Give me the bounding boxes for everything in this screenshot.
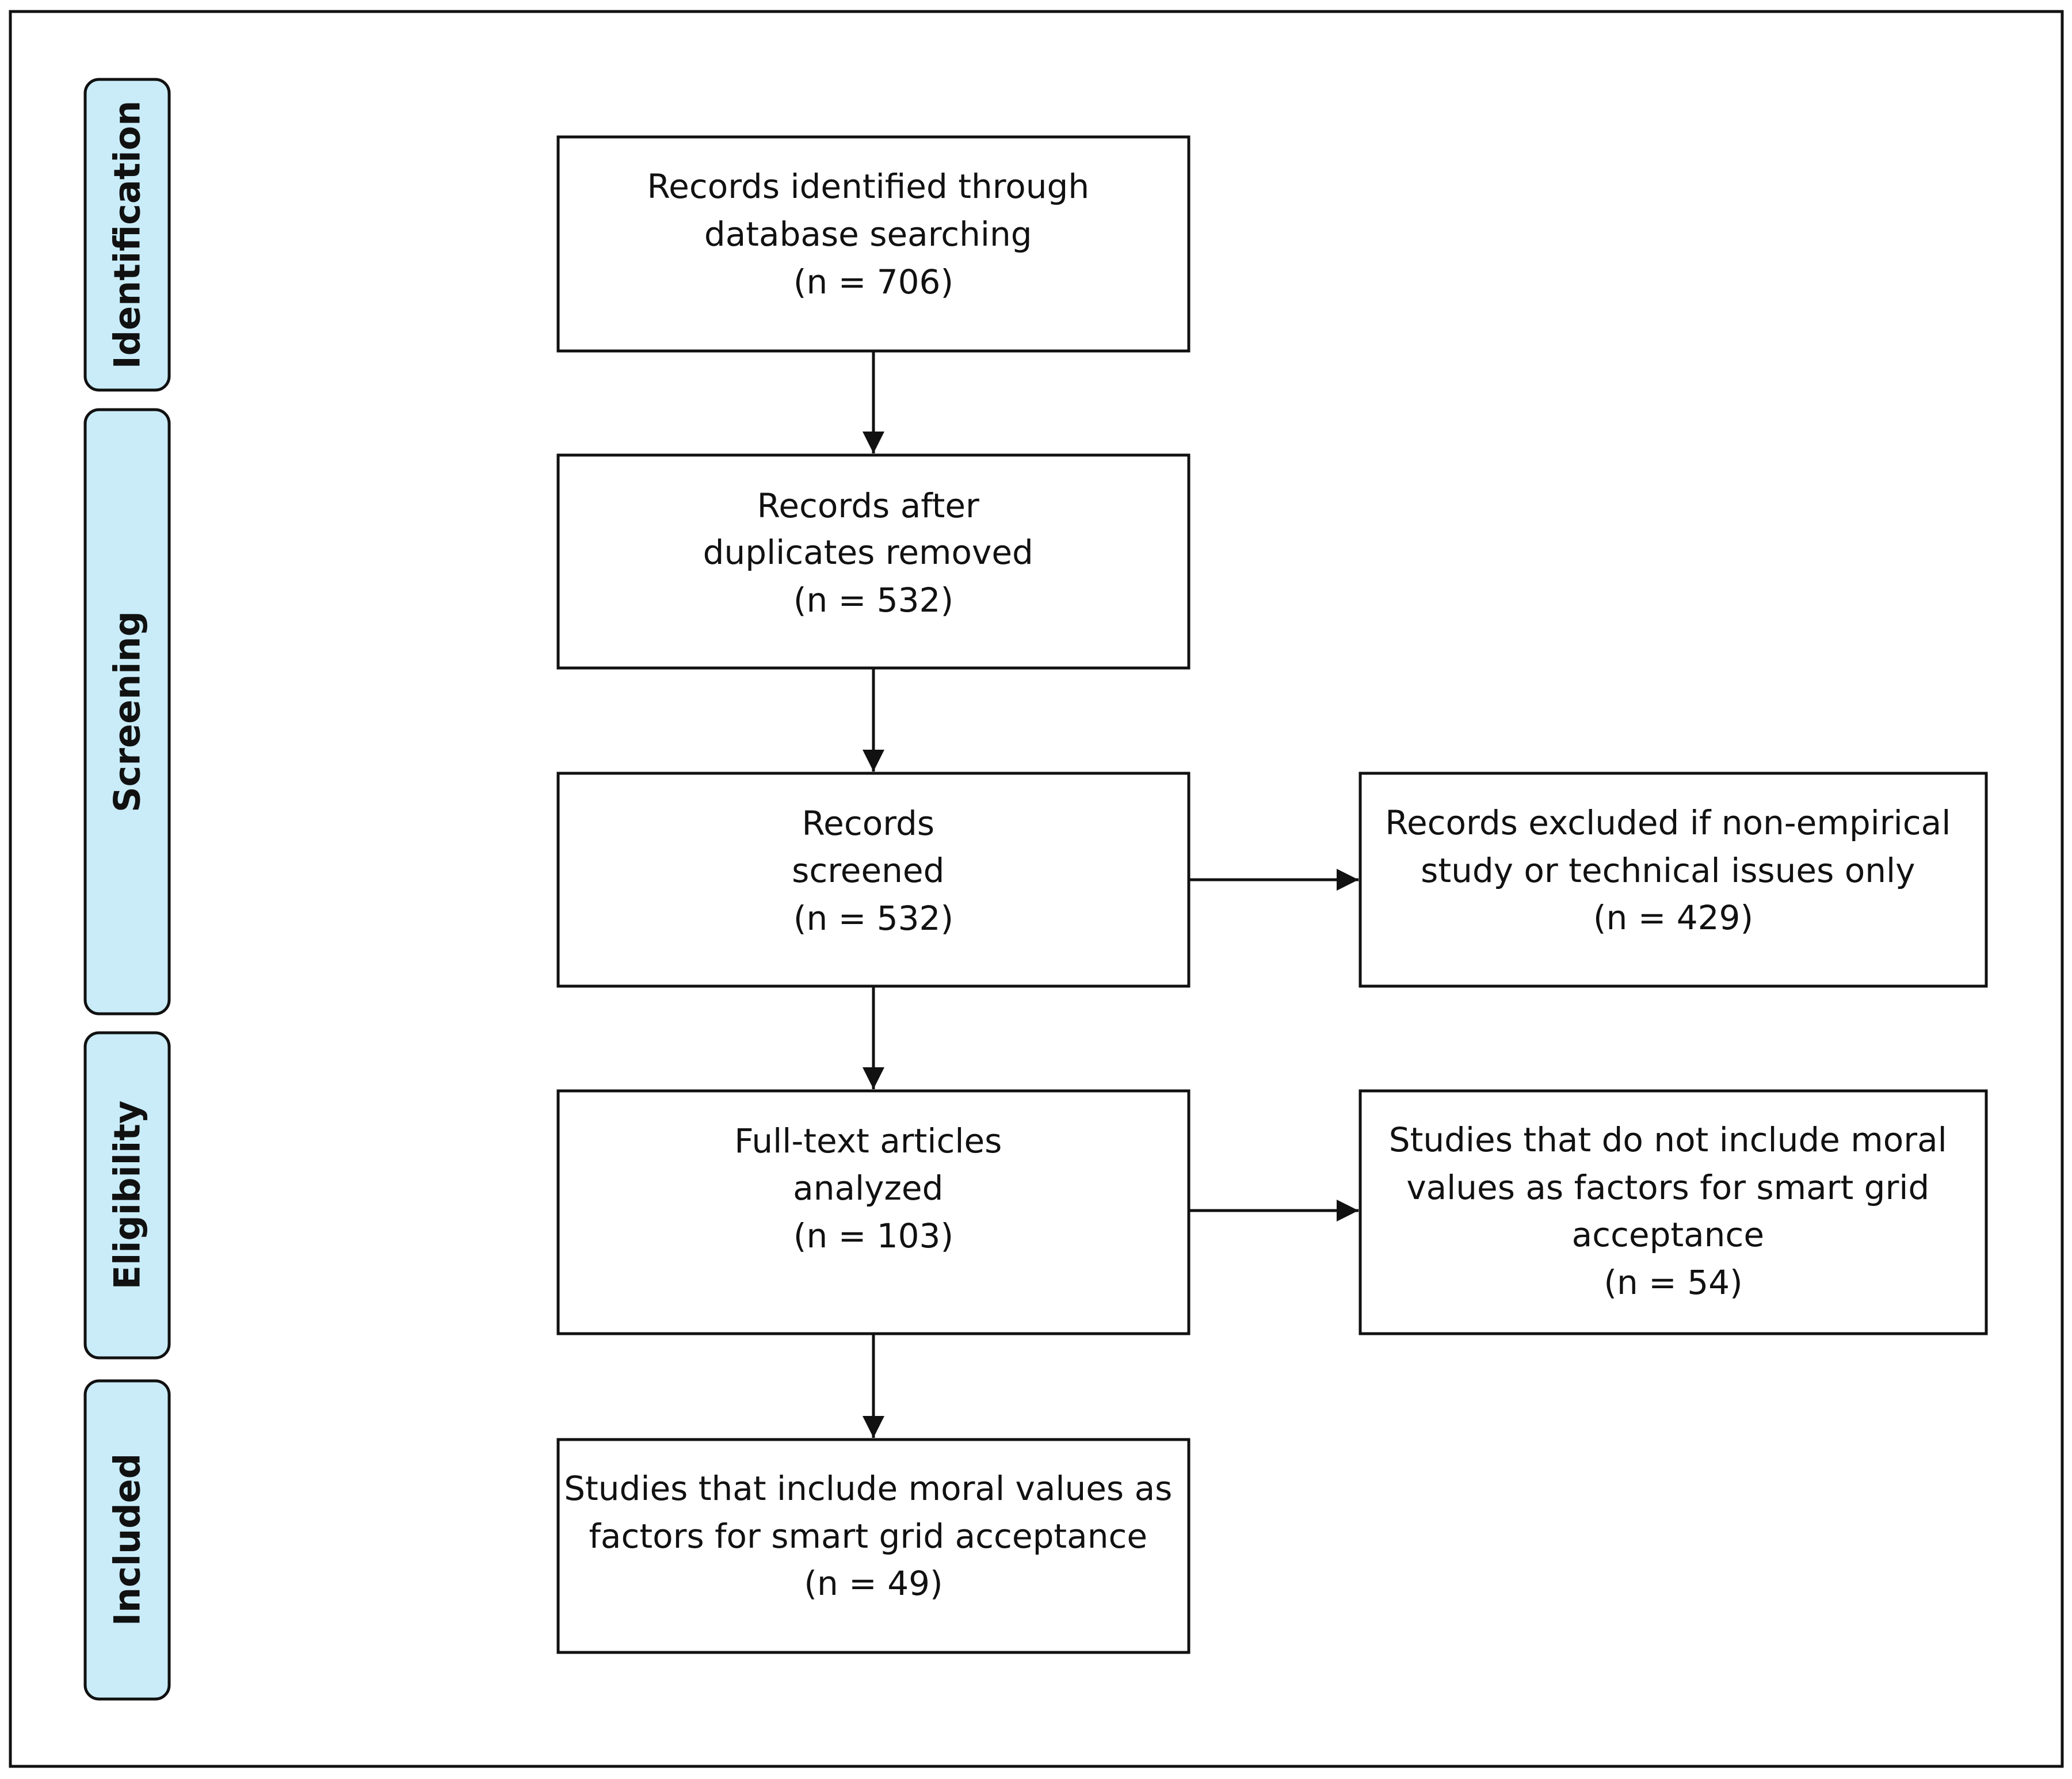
box-deduplicated-text: Records after duplicates removed (n = 53… <box>703 486 1044 620</box>
box-fulltext-frame <box>556 1089 1190 1335</box>
box-excluded-screening-frame <box>1359 772 1988 988</box>
box-excluded-fulltext-text: Studies that do not include moral values… <box>1389 1120 1957 1302</box>
box-screened-text: Records screened (n = 532) <box>792 804 955 938</box>
box-screened: Records screened (n = 532) <box>556 772 1190 988</box>
stage-included-box <box>83 1379 171 1701</box>
box-screened-frame <box>556 772 1190 988</box>
box-excluded-screening: Records excluded if non-empirical study … <box>1359 772 1988 988</box>
box-excluded-fulltext: Studies that do not include moral values… <box>1359 1089 1988 1335</box>
box-included-frame <box>556 1438 1190 1654</box>
box-included: Studies that include moral values as fac… <box>556 1438 1190 1654</box>
stage-eligibility-box <box>83 1031 171 1360</box>
box-excluded-fulltext-frame <box>1359 1089 1988 1335</box>
box-deduplicated: Records after duplicates removed (n = 53… <box>556 453 1190 670</box>
stage-included: Included <box>83 1379 171 1701</box>
stage-screening: Screening <box>83 408 171 1016</box>
stage-eligibility-label: Eligibility <box>106 1101 148 1290</box>
box-included-text: Studies that include moral values as fac… <box>564 1469 1183 1603</box>
stage-identification-label: Identification <box>106 101 148 369</box>
box-identified-text: Records identified through database sear… <box>647 167 1100 301</box>
box-deduplicated-frame <box>556 453 1190 670</box>
box-fulltext-text: Full-text articles analyzed (n = 103) <box>734 1121 1013 1255</box>
stage-identification-box <box>83 78 171 392</box>
stage-screening-label: Screening <box>106 611 148 812</box>
stage-identification: Identification <box>83 78 171 392</box>
box-excluded-screening-text: Records excluded if non-empirical study … <box>1385 803 1962 937</box>
outer-border <box>9 10 2064 1768</box>
connectors <box>863 351 1359 1438</box>
stage-eligibility: Eligibility <box>83 1031 171 1360</box>
stage-included-label: Included <box>106 1453 148 1626</box>
stage-screening-box <box>83 408 171 1016</box>
box-identified: Records identified through database sear… <box>556 135 1190 353</box>
box-fulltext: Full-text articles analyzed (n = 103) <box>556 1089 1190 1335</box>
